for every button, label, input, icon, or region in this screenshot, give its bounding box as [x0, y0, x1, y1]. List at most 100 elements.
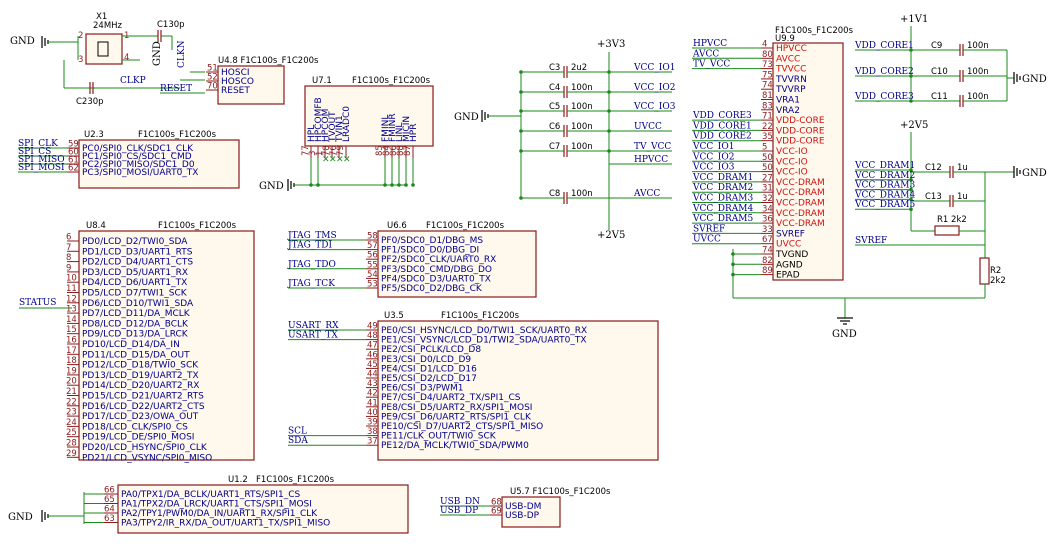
- pin-number: 61: [68, 156, 79, 166]
- pin-name: VCC-DRAM: [776, 188, 825, 198]
- cap-value: 100n: [571, 102, 593, 112]
- gnd-symbol-right: [1013, 72, 1021, 84]
- pin-number: 60: [68, 148, 79, 158]
- pin-name: HPVCC: [776, 44, 807, 54]
- u71-body: [304, 85, 434, 147]
- pin-name: PD12/LCD_D18/TWI0_SCK: [82, 361, 199, 371]
- dram-nets-list: VCC_DRAM1VCC_DRAM2VCC_DRAM3VCC_DRAM4VCC_…: [854, 161, 915, 211]
- net-label: HPVCC: [634, 155, 668, 165]
- pin-name: AVCC: [776, 54, 800, 64]
- pin-number: 65: [104, 495, 115, 505]
- pin-number: 57: [367, 241, 378, 251]
- pin-number: 43: [367, 379, 378, 389]
- pin-number: 55: [367, 260, 378, 270]
- cap-value: 100n: [967, 92, 989, 102]
- junction-dot: [909, 187, 913, 192]
- v25-label-mid: +2V5: [597, 230, 625, 241]
- junction-dot: [607, 70, 611, 74]
- crystal-body: [85, 33, 123, 65]
- net-label: VDD_CORE2: [692, 132, 752, 142]
- pin-name: PE2/CSI_PCLK/LCD_D8: [381, 345, 481, 355]
- pin-number: 62: [68, 164, 79, 174]
- pin-name: PD8/LCD_D12/DA_BCLK: [82, 319, 189, 329]
- u66-title: U6.6: [387, 221, 407, 231]
- pin-number: 23: [66, 408, 77, 418]
- pin-number: 22: [762, 122, 773, 132]
- net-label: USART_RX: [288, 321, 339, 331]
- pin-name: PD4/LCD_D6/UART1_TX: [82, 278, 187, 288]
- net-label: VCC_IO3: [692, 163, 735, 173]
- net-label: VDD_CORE1: [692, 121, 752, 131]
- net-label: USB_DP: [440, 506, 478, 516]
- u71-title: U7.1: [312, 76, 332, 86]
- pin-name: PE10/CSI_D7/UART2_CTS/SPI1_MISO: [381, 422, 543, 432]
- no-connect-mark: ✕: [336, 155, 344, 165]
- pin-name: PC3/SPI0_MOSI/UART0_TX: [82, 168, 198, 178]
- net-label: TV_VCC: [634, 142, 671, 152]
- cap-c1: [157, 30, 162, 42]
- crystal-pin-3: 3: [78, 55, 83, 65]
- pin-name: RESET: [221, 86, 250, 96]
- junction-dot: [909, 178, 913, 182]
- pin-name: FMINR: [388, 113, 398, 142]
- u99-body: [772, 42, 844, 281]
- pin-number: 9: [66, 263, 71, 273]
- pin-name: LINL: [395, 123, 405, 142]
- cap-ref: C5: [549, 102, 560, 112]
- net-label: VCC_IO2: [692, 152, 734, 162]
- junction-dot: [909, 74, 913, 78]
- cap-c2: [89, 82, 94, 94]
- pin-number: 68: [491, 498, 502, 508]
- pin-number: 39: [367, 418, 378, 428]
- u84-body: [78, 230, 255, 461]
- pin-number: 14: [66, 315, 77, 325]
- pin-number: 74: [762, 81, 773, 91]
- pin-number: 78: [322, 145, 332, 156]
- pin-name: PE9/CSI_D6/UART2_RTS/SPI1_CLK: [381, 412, 532, 422]
- pin-number: 41: [367, 398, 378, 408]
- gnd-symbol-bottom: [837, 317, 853, 325]
- pin-name: TVVCC: [775, 65, 806, 75]
- net-label: VCC_DRAM3: [692, 194, 753, 204]
- pin-name: VCC-DRAM: [776, 209, 825, 219]
- pin-name: PD0/LCD_D2/TWI0_SDA: [82, 237, 188, 247]
- net-label: VCC_IO3: [633, 102, 676, 112]
- crystal-element: [97, 41, 109, 57]
- net-label: VCC_IO1: [692, 142, 734, 152]
- pin-name: PA3/TPY2/IR_RX/DA_OUT/UART1_TX/SPI1_MISO: [121, 519, 330, 529]
- pin-number: 25: [66, 428, 77, 438]
- gnd-symbol-mid: [481, 110, 489, 122]
- pin-number: 6: [66, 233, 71, 243]
- net-label: SVREF: [693, 224, 725, 234]
- pin-name: VCC-DRAM: [776, 199, 825, 209]
- pin-name: PD3/LCD_D5/UART1_RX: [82, 268, 188, 278]
- u35-body: [377, 320, 659, 461]
- pin-number: 33: [762, 225, 773, 235]
- net-label: JTAG_TMS: [287, 231, 337, 241]
- pin-name: PE0/CSI_HSYNC/LCD_D0/TWI1_SCK/UART0_RX: [381, 326, 587, 336]
- net-label: SPI_MISO: [18, 155, 65, 165]
- pin-number: 59: [68, 140, 79, 150]
- net-label: VCC_DRAM5: [692, 214, 753, 224]
- pin-name: PA1/TPX2/DA_LRCK/UART1_CTS/SPI1_MOSI: [121, 500, 312, 510]
- pin-number: 50: [762, 163, 773, 173]
- crystal-pin-4: 4: [124, 53, 129, 63]
- pin-number: 17: [66, 346, 77, 356]
- pin-number: 85: [375, 145, 385, 156]
- pin-name: PD15/LCD_D21/UART2_RTS: [82, 392, 204, 402]
- pin-name: EPAD: [776, 271, 800, 281]
- pin-number: 5: [762, 143, 767, 153]
- net-clkn: CLKN: [177, 40, 187, 68]
- pin-name: HPR: [409, 124, 419, 142]
- net-label: SPI_CS: [18, 147, 51, 157]
- u23-body: [78, 139, 240, 189]
- pin-name: PF1/SDC0_D0/DBG_DI: [381, 246, 479, 256]
- pin-name: TVOUT: [328, 111, 338, 143]
- pin-name: USB-DP: [505, 511, 540, 521]
